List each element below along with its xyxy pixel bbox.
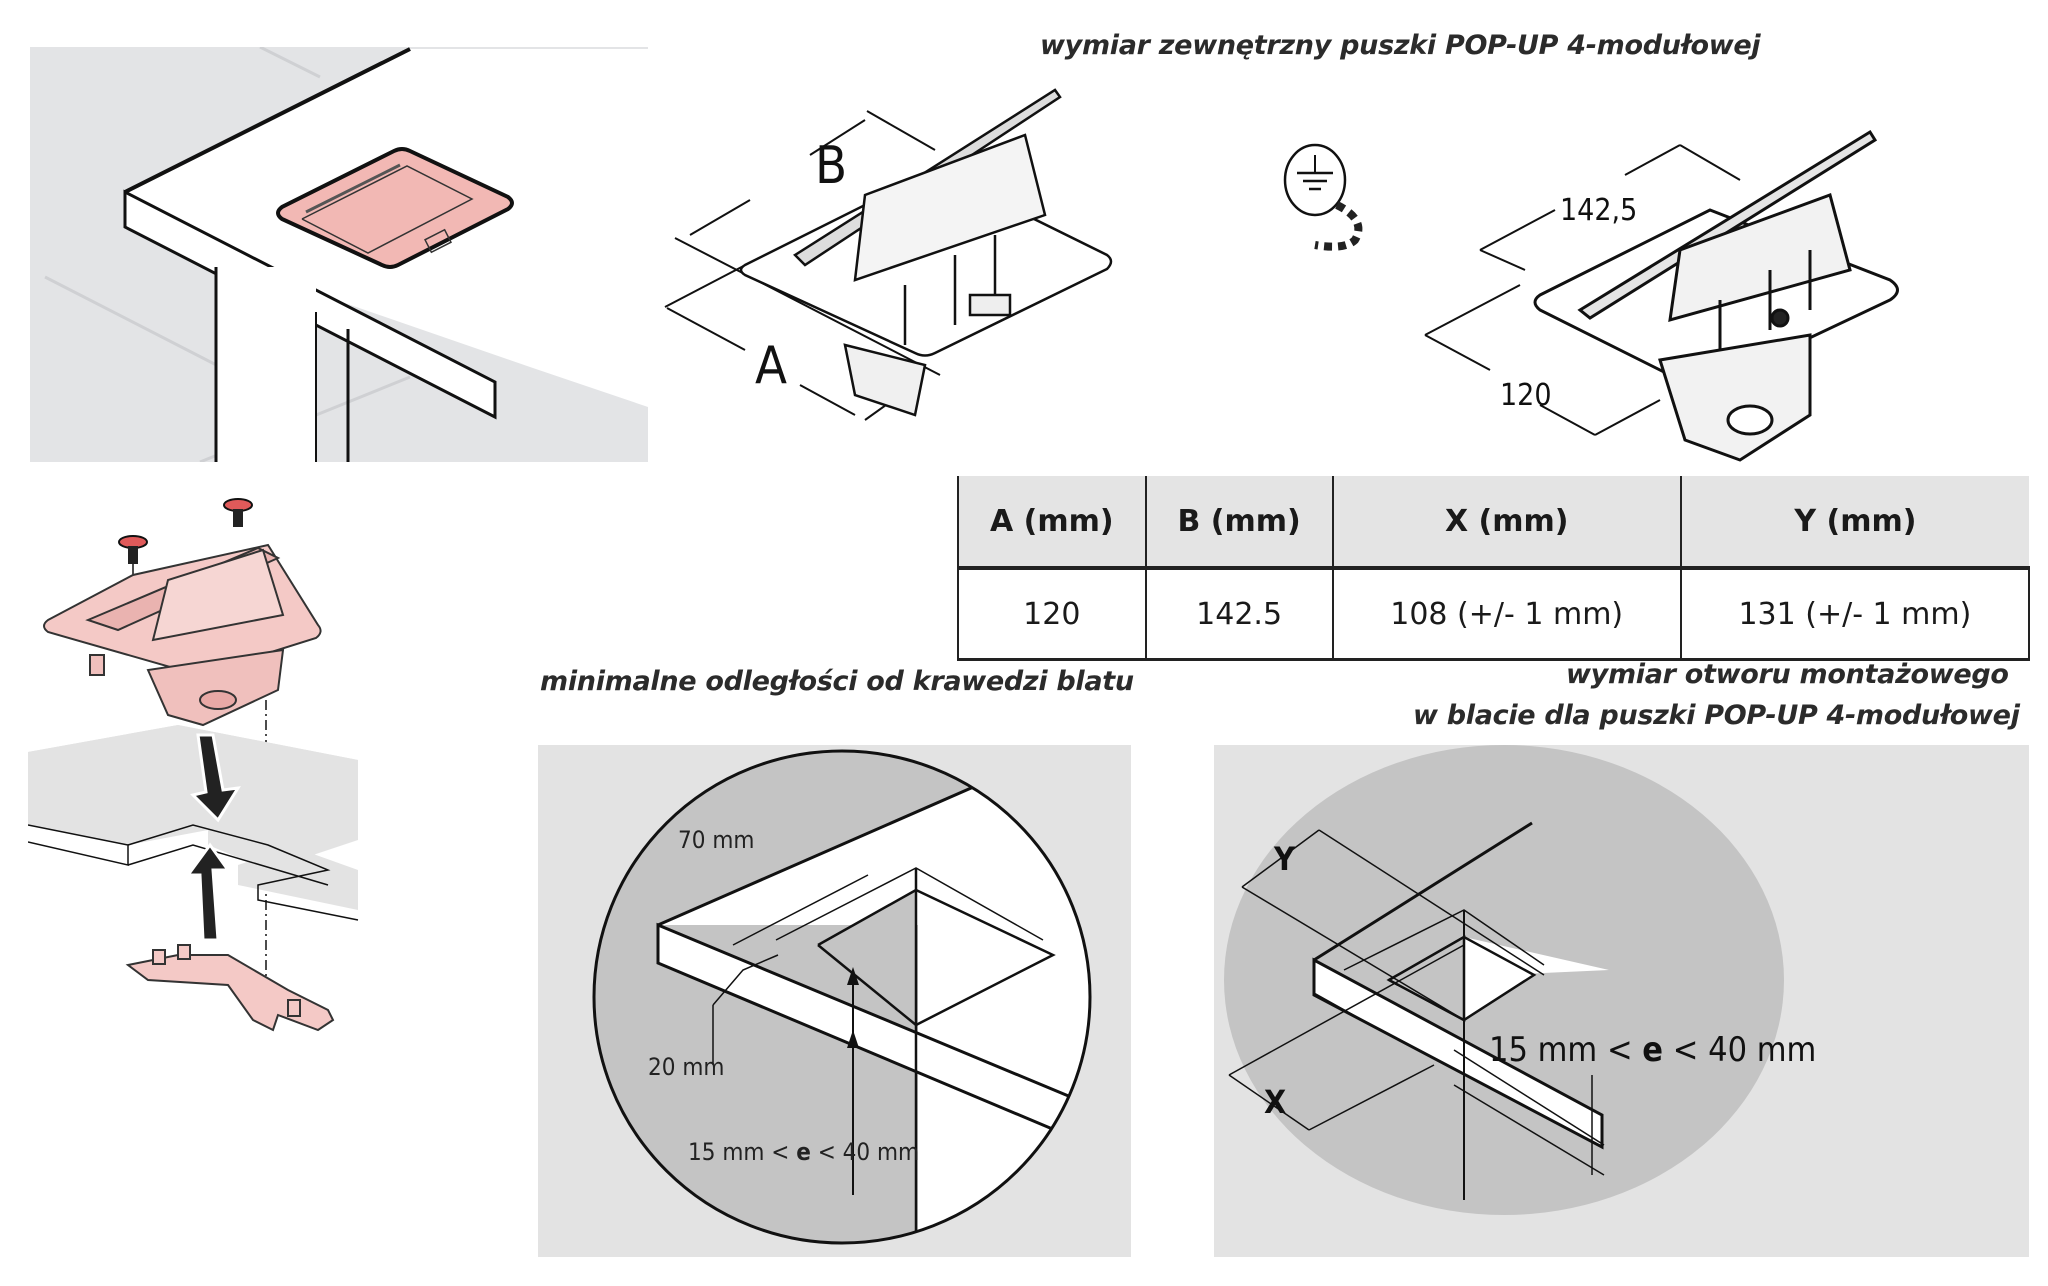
min-distance-svg: 70 mm 20 mm 15 mm < e < 40 mm <box>592 749 1092 1245</box>
desk-edge <box>656 922 1090 1168</box>
thickness-var: e <box>1642 1030 1663 1070</box>
arrow-up-icon <box>185 842 231 942</box>
countertop-edge <box>27 824 129 866</box>
floor-line <box>259 45 321 79</box>
assembly-svg <box>27 498 359 1032</box>
dimension-lines <box>1424 144 1741 436</box>
popup-box-open-photo <box>1533 129 1899 462</box>
popup-box-closed <box>276 147 514 269</box>
external-dimension-svg: B A <box>664 88 1363 421</box>
caption-min-distances: minimalne odległości od krawedzi blatu <box>540 666 1134 697</box>
thickness-suffix: < 40 mm <box>811 1138 919 1166</box>
assembly-illustration <box>27 490 368 1120</box>
dimension-photo-svg: 142,5 120 <box>1424 129 1899 462</box>
header-y: Y (mm) <box>1679 476 2029 570</box>
cell-a: 120 <box>957 567 1147 661</box>
desk-back-edge <box>124 47 411 194</box>
mounting-hole-panel: Y X 15 mm < e < 40 mm <box>1214 745 2029 1257</box>
desk-illustration-svg <box>30 45 648 464</box>
cell-b: 142.5 <box>1144 567 1334 661</box>
popup-box-assembly <box>43 543 322 727</box>
label-thickness: 15 mm < e < 40 mm <box>688 1138 919 1166</box>
thickness-prefix: 15 mm < <box>688 1138 796 1166</box>
label-70mm: 70 mm <box>678 826 754 854</box>
floor-line <box>44 275 231 374</box>
detail-circle <box>592 749 1092 1245</box>
cell-x: 108 (+/- 1 mm) <box>1331 567 1682 661</box>
label-x: X <box>1264 1083 1286 1121</box>
desk-leg <box>216 267 316 462</box>
label-width: 142,5 <box>1560 193 1637 228</box>
arrow-down-icon <box>190 733 241 823</box>
screw-icon <box>223 498 253 527</box>
desktop-area <box>658 785 1090 1243</box>
table-header-row: A (mm) B (mm) X (mm) Y (mm) <box>957 476 2029 570</box>
cell-y: 131 (+/- 1 mm) <box>1679 567 2031 661</box>
label-depth: 120 <box>1500 378 1552 413</box>
thickness-prefix: 15 mm < <box>1489 1030 1642 1070</box>
mounting-hole-svg: Y X 15 mm < e < 40 mm <box>1224 745 1816 1215</box>
dimension-lines <box>664 110 941 421</box>
external-dimension-diagram: B A <box>655 75 1395 435</box>
dimension-photo-diagram: 142,5 120 <box>1410 120 2040 470</box>
popup-box-open <box>739 88 1113 417</box>
min-distance-panel: 70 mm 20 mm 15 mm < e < 40 mm <box>538 745 1131 1257</box>
dimensions-table: A (mm) B (mm) X (mm) Y (mm) 120 142.5 10… <box>957 476 2031 661</box>
label-thickness: 15 mm < e < 40 mm <box>1489 1030 1816 1070</box>
header-a: A (mm) <box>957 476 1147 570</box>
earth-ground-icon <box>1283 143 1363 251</box>
dimension-line <box>1241 886 1465 1021</box>
label-y: Y <box>1273 840 1296 878</box>
header-b: B (mm) <box>1144 476 1334 570</box>
thickness-suffix: < 40 mm <box>1663 1030 1816 1070</box>
mounting-bracket <box>125 944 335 1032</box>
caption-mounting-hole-2: w blacie dla puszki POP-UP 4-modułowej <box>1413 700 2020 731</box>
label-b: B <box>815 136 847 196</box>
desk-illustration <box>30 45 648 464</box>
header-x: X (mm) <box>1331 476 1682 570</box>
caption-mounting-hole-1: wymiar otworu montażowego <box>1566 659 2009 690</box>
table-row: 120 142.5 108 (+/- 1 mm) 131 (+/- 1 mm) <box>957 567 2031 661</box>
caption-external-dimension: wymiar zewnętrzny puszki POP-UP 4-moduło… <box>1040 30 1761 61</box>
label-a: A <box>755 336 787 396</box>
hole-outline <box>817 888 1056 1027</box>
label-20mm: 20 mm <box>648 1053 724 1081</box>
thickness-var: e <box>796 1138 811 1166</box>
